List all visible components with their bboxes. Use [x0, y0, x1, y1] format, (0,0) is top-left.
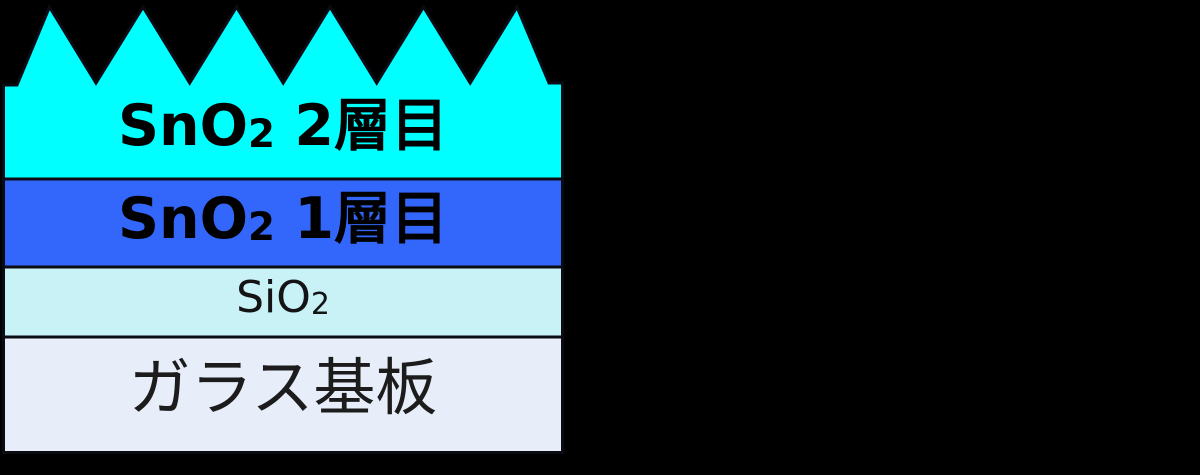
sno2-layer1-shape: [2, 177, 564, 269]
glass-substrate-shape: [2, 335, 564, 454]
sno2-layer2-shape: [2, 3, 564, 181]
sio2-layer-shape: [2, 265, 564, 339]
layer-stack-svg: [2, 3, 564, 454]
